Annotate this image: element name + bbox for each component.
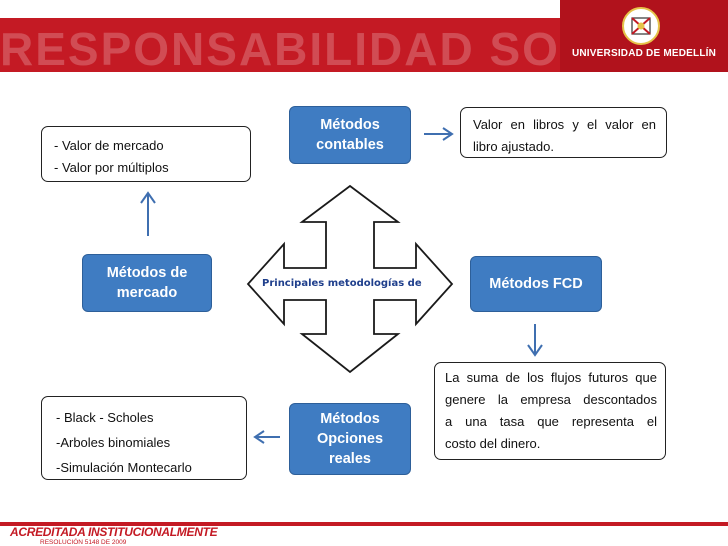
note-mercado: - Valor de mercado - Valor por múltiplos [41, 126, 251, 182]
header-strip: RESPONSABILIDAD SOCIAL [0, 18, 560, 72]
footer-bar [0, 522, 728, 526]
four-way-arrow-icon [246, 184, 454, 374]
footer-title: ACREDITADA INSTITUCIONALMENTE [10, 525, 218, 539]
note-opciones: - Black - Scholes -Arboles binomiales -S… [41, 396, 247, 480]
node-metodos-mercado: Métodos de mercado [82, 254, 212, 312]
node-metodos-mercado-label: Métodos de mercado [106, 265, 188, 301]
arrow-down-icon [527, 324, 543, 357]
header-banner: RESPONSABILIDAD SOCIAL UNIVERSIDAD DE ME… [0, 0, 728, 72]
note-opciones-line: - Black - Scholes [56, 410, 154, 425]
node-metodos-fcd-label: Métodos FCD [489, 276, 583, 292]
university-name: UNIVERSIDAD DE MEDELLÍN [571, 48, 717, 59]
node-metodos-contables: Métodos contables [289, 106, 411, 164]
note-mercado-line: - Valor por múltiplos [54, 160, 169, 175]
note-fcd-line: a una tasa que representa el [445, 414, 657, 429]
node-metodos-contables-label: Métodos contables [316, 117, 384, 153]
arrow-up-icon [140, 191, 156, 236]
node-metodos-fcd: Métodos FCD [470, 256, 602, 312]
center-label: Principales metodologías de val [262, 278, 424, 289]
note-contables-line: libro ajustado. [473, 139, 554, 154]
footer: ACREDITADA INSTITUCIONALMENTE RESOLUCIÓN… [0, 508, 728, 546]
node-metodos-opciones: Métodos Opciones reales [289, 403, 411, 475]
university-crest-icon [622, 7, 660, 45]
note-contables: Valor en libros y el valor en libro ajus… [460, 107, 667, 158]
note-contables-line: Valor en libros y el valor en [473, 117, 656, 132]
arrow-left-icon [253, 430, 280, 444]
node-metodos-opciones-label: Métodos Opciones reales [316, 411, 384, 467]
note-opciones-line: -Arboles binomiales [56, 435, 171, 450]
note-fcd-line: genere la empresa descontados [445, 392, 657, 407]
header-watermark: RESPONSABILIDAD SOCIAL [0, 23, 560, 72]
note-fcd: La suma de los flujos futuros que genere… [434, 362, 666, 460]
note-fcd-line: costo del dinero. [445, 436, 541, 451]
footer-subtitle: RESOLUCIÓN 5148 DE 2009 [40, 539, 127, 546]
note-opciones-line: -Simulación Montecarlo [56, 460, 192, 475]
arrow-right-icon [424, 127, 454, 141]
note-mercado-line: - Valor de mercado [54, 138, 164, 153]
note-fcd-line: La suma de los flujos futuros que [445, 370, 657, 385]
